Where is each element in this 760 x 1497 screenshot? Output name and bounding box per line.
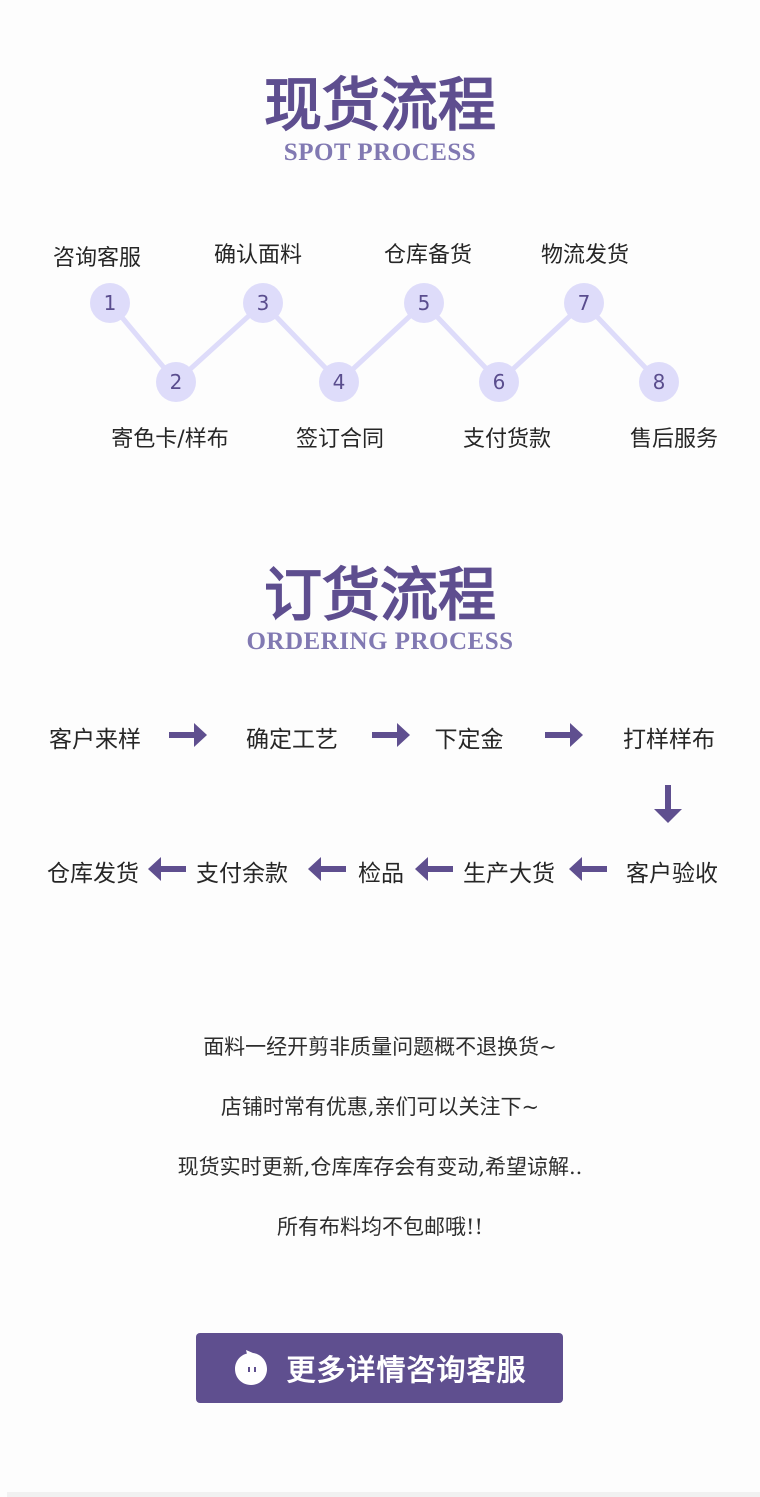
spot-step-label-2: 寄色卡/样布 xyxy=(111,427,229,452)
arrow-down-icon xyxy=(654,785,682,823)
spot-step-label-8: 售后服务 xyxy=(629,427,719,452)
note-no-free-shipping: 所有布料均不包邮哦!! xyxy=(277,1215,483,1239)
contact-customer-service-button[interactable]: 更多详情咨询客服 xyxy=(196,1333,563,1403)
arrow-right-icon xyxy=(545,723,583,747)
arrow-left-icon xyxy=(148,857,186,881)
spot-process-title: 现货流程 xyxy=(263,71,496,139)
spot-step-label-1: 咨询客服 xyxy=(52,246,142,271)
order-step-confirm-process: 确定工艺 xyxy=(246,727,338,753)
chat-bubble-icon xyxy=(235,1350,268,1385)
ordering-process-title: 订货流程 xyxy=(263,561,496,629)
spot-step-circle-6: 6 xyxy=(479,362,519,402)
order-step-inspection: 检品 xyxy=(358,861,404,887)
order-step-deposit: 下定金 xyxy=(434,727,504,753)
spot-step-label-6: 支付货款 xyxy=(462,427,552,452)
note-stock-changes: 现货实时更新,仓库库存会有变动,希望谅解.. xyxy=(177,1155,583,1179)
spot-step-label-5: 仓库备货 xyxy=(383,243,473,268)
spot-step-circle-3: 3 xyxy=(243,283,283,323)
arrow-right-icon xyxy=(372,723,410,747)
order-step-warehouse-ship: 仓库发货 xyxy=(47,861,139,887)
order-step-customer-sample: 客户来样 xyxy=(49,727,141,753)
arrow-left-icon xyxy=(415,857,453,881)
order-step-sampling: 打样样布 xyxy=(623,727,715,753)
arrow-left-icon xyxy=(569,857,607,881)
note-promotions: 店铺时常有优惠,亲们可以关注下~ xyxy=(220,1095,540,1119)
spot-step-circle-5: 5 xyxy=(404,283,444,323)
spot-step-circle-1: 1 xyxy=(90,283,130,323)
arrow-left-icon xyxy=(308,857,346,881)
spot-step-label-3: 确认面料 xyxy=(213,243,303,268)
order-step-pay-balance: 支付余款 xyxy=(196,861,288,887)
spot-step-label-4: 签订合同 xyxy=(295,427,385,452)
spot-process-subtitle: SPOT PROCESS xyxy=(283,139,477,166)
contact-button-label: 更多详情咨询客服 xyxy=(286,1353,527,1387)
spot-step-circle-4: 4 xyxy=(319,362,359,402)
order-step-mass-production: 生产大货 xyxy=(463,861,555,887)
ordering-process-subtitle: ORDERING PROCESS xyxy=(246,628,514,655)
note-no-returns: 面料一经开剪非质量问题概不退换货~ xyxy=(203,1035,557,1059)
spot-step-circle-8: 8 xyxy=(639,362,679,402)
arrow-right-icon xyxy=(169,723,207,747)
order-step-customer-acceptance: 客户验收 xyxy=(626,861,718,887)
spot-step-circle-7: 7 xyxy=(564,283,604,323)
bottom-divider xyxy=(7,1492,760,1497)
spot-step-label-7: 物流发货 xyxy=(540,243,630,268)
spot-step-circle-2: 2 xyxy=(156,362,196,402)
